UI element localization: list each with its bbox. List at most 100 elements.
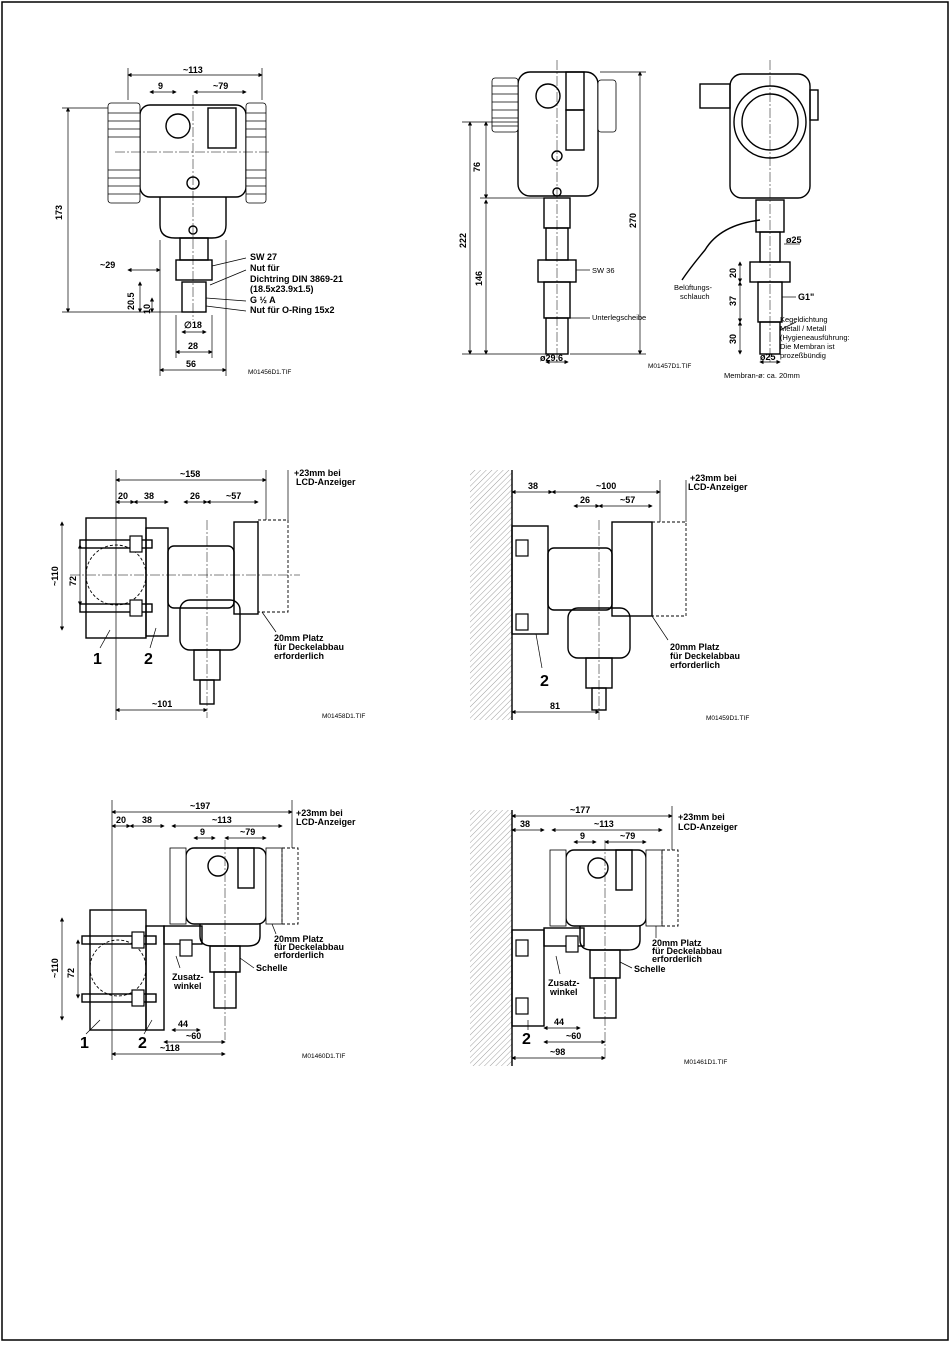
- label-d6-lcd-1: +23mm bei: [296, 808, 343, 818]
- dim-d6-197: ~197: [190, 801, 210, 811]
- label-d7-platz-2: für Deckelabbau: [652, 946, 722, 956]
- dim-d3-20: 20: [728, 268, 738, 278]
- bracket: [145, 527, 169, 637]
- figure-id-d1: M01456D1.TIF: [248, 369, 291, 376]
- lcd-cover: [281, 847, 299, 925]
- dim-d1-173: 173: [54, 205, 64, 220]
- label-d5-lcd-2: LCD-Anzeiger: [688, 482, 748, 492]
- figure-id-d7: M01461D1.TIF: [684, 1059, 727, 1066]
- label-sw36: SW 36: [592, 266, 615, 275]
- label-d5-lcd-1: +23mm bei: [690, 473, 737, 483]
- u-bolt-bottom: [81, 993, 157, 1003]
- dim-d7-79: ~79: [620, 831, 635, 841]
- label-d4-platz-2: für Deckelabbau: [274, 642, 344, 652]
- dim-d7-177: ~177: [570, 805, 590, 815]
- label-d5-platz-1: 20mm Platz: [670, 642, 720, 652]
- label-d7-zusatz-2: winkel: [549, 987, 578, 997]
- extra-bracket: [543, 927, 585, 947]
- dim-d7-44: 44: [554, 1017, 564, 1027]
- housing-body: [167, 545, 235, 609]
- label-d7-schelle: Schelle: [634, 964, 666, 974]
- dim-d6-72: 72: [66, 968, 76, 978]
- cover: [233, 521, 259, 615]
- dim-d4-158: ~158: [180, 469, 200, 479]
- dim-d1-79: ~79: [213, 81, 228, 91]
- dim-d6-60: ~60: [186, 1031, 201, 1041]
- dim-d6-110: ~110: [50, 958, 60, 978]
- label-belueftung-2: schlauch: [680, 292, 710, 301]
- lcd-cover: [257, 519, 289, 613]
- drawing-wall-mount-2: ~177 38 ~113 9 ~79 +23mm bei LCD-Anzeige…: [470, 805, 738, 1066]
- cover-right: [245, 102, 267, 204]
- label-d5-platz-3: erforderlich: [670, 660, 720, 670]
- label-d7-lcd-2: LCD-Anzeiger: [678, 822, 738, 832]
- label-d6-schelle: Schelle: [256, 963, 288, 973]
- label-prozess: prozeßbündig: [780, 351, 826, 360]
- dim-d1-9: 9: [158, 81, 163, 91]
- cover: [611, 521, 653, 617]
- figure-id-d5: M01459D1.TIF: [706, 715, 749, 722]
- dim-d3-d25-bottom: ø25: [760, 352, 776, 362]
- cover-left: [549, 849, 567, 927]
- dim-d4-72: 72: [68, 576, 78, 586]
- dim-d4-20: 20: [118, 491, 128, 501]
- label-d4-lcd-1: +23mm bei: [294, 468, 341, 478]
- label-d6-zusatz-2: winkel: [173, 981, 202, 991]
- dim-d6-9: 9: [200, 827, 205, 837]
- dim-d1-d18: ∅18: [184, 320, 202, 330]
- label-dichtring: Dichtring DIN 3869-21: [250, 274, 343, 284]
- dim-d6-44: 44: [178, 1019, 188, 1029]
- label-nut-fuer: Nut für: [250, 263, 280, 273]
- callout-d4-2: 2: [144, 651, 153, 668]
- callout-d6-1: 1: [80, 1035, 89, 1052]
- wall: [470, 470, 512, 720]
- vent-tube: [681, 219, 761, 281]
- dim-d7-98: ~98: [550, 1047, 565, 1057]
- label-d4-platz-3: erforderlich: [274, 651, 324, 661]
- cover-left: [107, 102, 141, 204]
- lcd-cover: [661, 849, 679, 927]
- dim-d4-110: ~110: [50, 566, 60, 586]
- figure-id-d2: M01457D1.TIF: [648, 363, 691, 370]
- cover-left: [491, 77, 519, 133]
- dim-d7-113: ~113: [594, 819, 614, 829]
- label-kegel: Kegeldichtung: [780, 315, 828, 324]
- dim-d5-26: 26: [580, 495, 590, 505]
- hex-nut: [175, 259, 213, 281]
- cover-right: [597, 79, 617, 133]
- thread: [181, 281, 207, 313]
- cable-entry: [535, 83, 561, 109]
- figure-id-d4: M01458D1.TIF: [322, 713, 365, 720]
- lcd-cover: [651, 521, 687, 617]
- dim-d4-38: 38: [144, 491, 154, 501]
- dim-d2-146: 146: [474, 271, 484, 286]
- dim-d5-57: ~57: [620, 495, 635, 505]
- u-bolt-top: [81, 935, 157, 945]
- dim-d1-width: ~113: [183, 65, 203, 75]
- dim-d6-20: 20: [116, 815, 126, 825]
- dim-d4-101: ~101: [152, 699, 172, 709]
- dim-d1-20-5: 20.5: [126, 292, 136, 310]
- dim-d7-60: ~60: [566, 1031, 581, 1041]
- dim-d3-30: 30: [728, 334, 738, 344]
- dim-d6-113: ~113: [212, 815, 232, 825]
- bracket: [145, 925, 165, 1031]
- dim-d1-28: 28: [188, 341, 198, 351]
- dim-d2-270: 270: [628, 213, 638, 228]
- dim-d1-56: 56: [186, 359, 196, 369]
- cover-right: [645, 849, 663, 927]
- drawing-side-view: 76 222 146 270 ø29.6 SW 36 Unterlegschei…: [458, 60, 691, 370]
- label-sw27: SW 27: [250, 252, 277, 262]
- dim-d5-81: 81: [550, 701, 560, 711]
- label-d6-platz-1: 20mm Platz: [274, 934, 324, 944]
- wall: [470, 810, 512, 1066]
- adapter: [179, 237, 209, 261]
- dim-d7-9: 9: [580, 831, 585, 841]
- terminal-box: [565, 71, 585, 111]
- label-unterlegscheibe: Unterlegscheibe: [592, 313, 646, 322]
- dim-d2-222: 222: [458, 233, 468, 248]
- figure-id-d6: M01460D1.TIF: [302, 1053, 345, 1060]
- label-d6-zusatz-1: Zusatz-: [172, 972, 204, 982]
